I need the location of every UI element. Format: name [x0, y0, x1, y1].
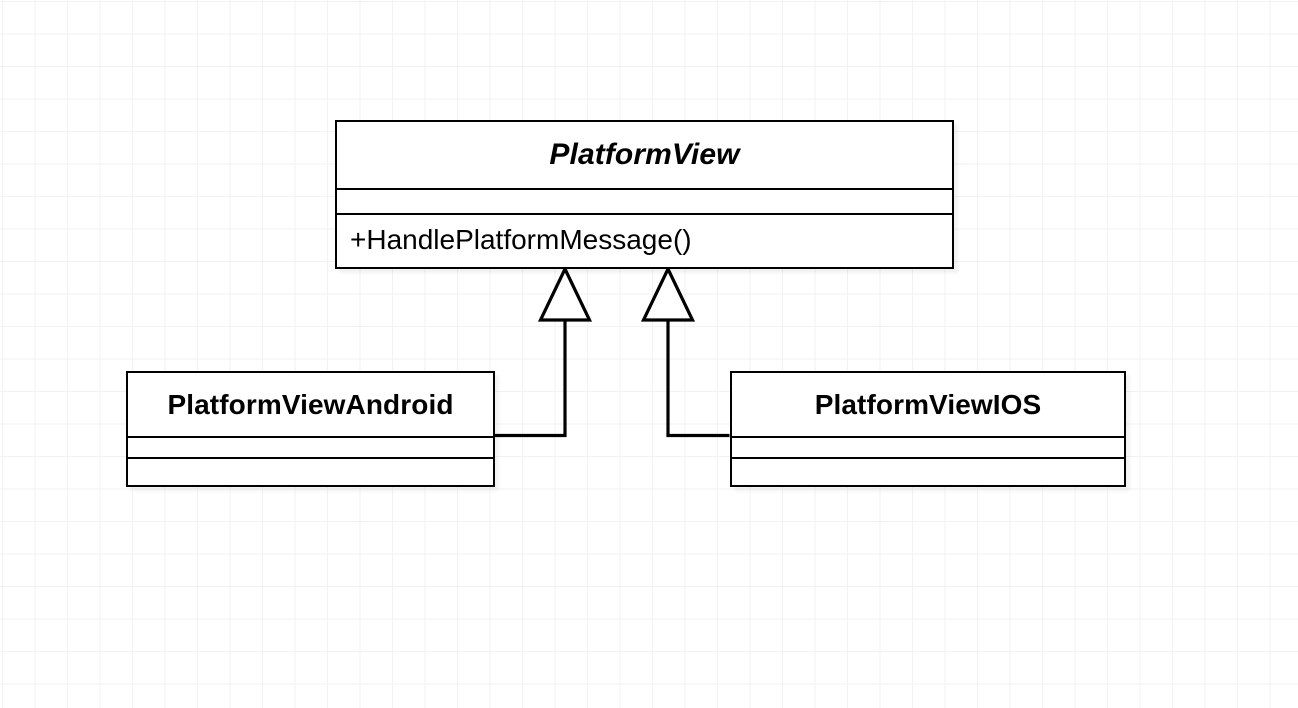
methods-compartment-platformview: +HandlePlatformMessage(): [337, 212, 952, 266]
class-name-platformviewios: PlatformViewIOS: [814, 388, 1042, 420]
methods-compartment-platformviewios: [732, 457, 1124, 484]
attributes-compartment-platformviewios: [732, 436, 1124, 457]
class-name-platformviewandroid: PlatformViewAndroid: [167, 388, 454, 420]
generalization-ios-line: [666, 320, 730, 438]
hollow-triangle-arrowhead-ios: [640, 265, 696, 322]
generalization-android: [494, 265, 593, 438]
class-box-platformviewios[interactable]: PlatformViewIOS: [730, 371, 1126, 487]
methods-compartment-platformviewandroid: [128, 457, 493, 484]
class-box-platformviewandroid[interactable]: PlatformViewAndroid: [126, 371, 495, 487]
attributes-compartment-platformviewandroid: [128, 436, 493, 457]
hollow-triangle-arrowhead-android: [537, 265, 593, 322]
generalization-ios: [640, 265, 730, 438]
class-box-platformview[interactable]: PlatformView +HandlePlatformMessage(): [335, 120, 954, 269]
class-name-platformview: PlatformView: [549, 137, 740, 171]
generalization-android-line: [494, 320, 567, 438]
attributes-compartment-platformview: [337, 187, 952, 213]
